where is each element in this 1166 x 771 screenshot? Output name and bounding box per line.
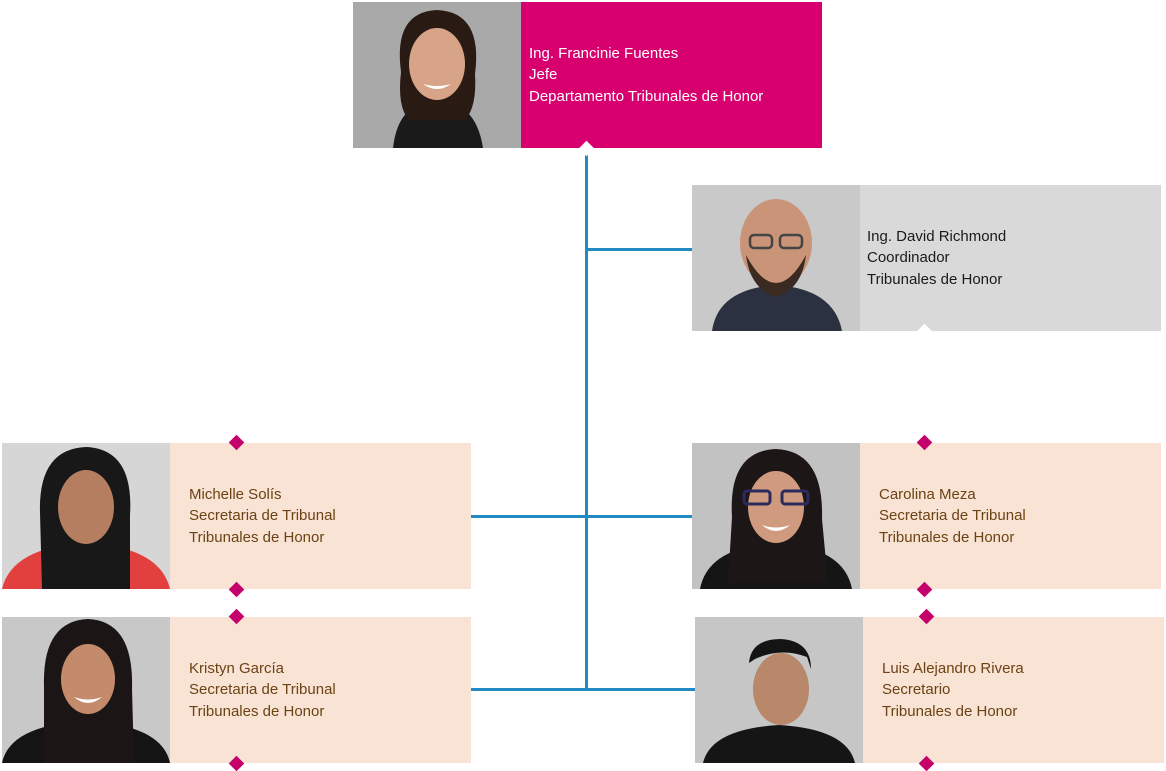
marker-diamond [916, 581, 933, 598]
staff-1-info: Michelle Solís Secretaria de Tribunal Tr… [170, 434, 471, 598]
staff-4-unit: Tribunales de Honor [882, 702, 1018, 720]
head-unit: Departamento Tribunales de Honor [529, 87, 764, 105]
marker-diamond [916, 323, 933, 340]
marker-diamond [228, 755, 245, 771]
staff-1-name: Michelle Solís [189, 485, 282, 503]
coordinator-role: Coordinador [867, 249, 950, 267]
photo-staff-2 [692, 443, 860, 589]
coordinator-info: Ing. David Richmond Coordinador Tribunal… [860, 185, 1161, 340]
marker-diamond [228, 434, 245, 451]
org-card-staff-4: Luis Alejandro Rivera Secretario Tribuna… [695, 608, 1164, 771]
org-card-staff-2: Carolina Meza Secretaria de Tribunal Tri… [692, 434, 1161, 598]
marker-diamond [578, 140, 595, 157]
staff-1-role: Secretaria de Tribunal [189, 507, 336, 525]
head-name: Ing. Francinie Fuentes [529, 44, 679, 62]
photo-staff-4 [695, 617, 863, 763]
connector-row2 [471, 688, 695, 691]
org-card-head: Ing. Francinie Fuentes Jefe Departamento… [353, 2, 822, 157]
staff-4-name: Luis Alejandro Rivera [882, 659, 1024, 677]
marker-diamond [228, 608, 245, 625]
staff-3-role: Secretaria de Tribunal [189, 681, 336, 699]
coordinator-unit: Tribunales de Honor [867, 270, 1003, 288]
staff-3-info: Kristyn García Secretaria de Tribunal Tr… [170, 608, 471, 771]
staff-2-unit: Tribunales de Honor [879, 528, 1015, 546]
connector-row1 [471, 515, 692, 518]
connector-coordinator [585, 248, 692, 251]
photo-head [353, 2, 521, 148]
staff-2-info: Carolina Meza Secretaria de Tribunal Tri… [860, 434, 1161, 598]
marker-diamond [916, 434, 933, 451]
staff-3-unit: Tribunales de Honor [189, 702, 325, 720]
marker-diamond [918, 608, 935, 625]
head-info: Ing. Francinie Fuentes Jefe Departamento… [521, 2, 822, 157]
marker-diamond [228, 581, 245, 598]
staff-2-role: Secretaria de Tribunal [879, 507, 1026, 525]
org-card-coordinator: Ing. David Richmond Coordinador Tribunal… [692, 185, 1161, 340]
org-card-staff-3: Kristyn García Secretaria de Tribunal Tr… [2, 608, 471, 771]
head-role: Jefe [529, 66, 558, 84]
staff-2-name: Carolina Meza [879, 485, 976, 503]
coordinator-name: Ing. David Richmond [867, 227, 1007, 245]
staff-4-info: Luis Alejandro Rivera Secretario Tribuna… [863, 608, 1164, 771]
staff-4-role: Secretario [882, 681, 951, 699]
marker-diamond [918, 755, 935, 771]
staff-1-unit: Tribunales de Honor [189, 528, 325, 546]
org-card-staff-1: Michelle Solís Secretaria de Tribunal Tr… [2, 434, 471, 598]
staff-3-name: Kristyn García [189, 659, 285, 677]
photo-staff-3 [2, 617, 170, 763]
connector-trunk [585, 145, 588, 691]
photo-coordinator [692, 185, 860, 331]
photo-staff-1 [2, 443, 170, 589]
